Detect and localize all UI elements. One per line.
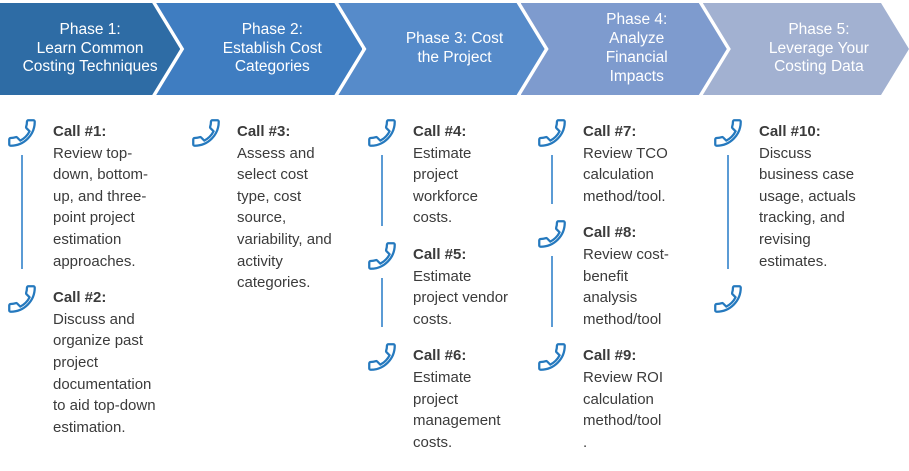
- call-connector: [551, 256, 553, 328]
- call-title: Call #1:: [53, 123, 107, 140]
- phone-icon: [714, 119, 742, 147]
- call-description: Discuss business case usage, actuals tra…: [759, 144, 856, 270]
- phase-label-3: Phase 3: Cost the Project: [405, 30, 504, 66]
- phase-chevron-5: Phase 5: Leverage Your Costing Data: [703, 3, 909, 95]
- phase-label-2: Phase 2: Establish Cost Categories: [222, 20, 322, 76]
- call-item-2: Call #2: Discuss and organize past proje…: [4, 282, 188, 438]
- call-title: Call #4:: [413, 123, 467, 140]
- call-item-4: Call #4: Estimate project workforce cost…: [364, 116, 534, 229]
- call-column-3: Call #4: Estimate project workforce cost…: [364, 116, 534, 453]
- call-title: Call #10:: [759, 123, 821, 140]
- icon-rail: [710, 282, 746, 316]
- icon-rail: [4, 282, 40, 438]
- call-connector: [551, 155, 553, 205]
- call-title: Call #7:: [583, 123, 637, 140]
- call-item-7: Call #7: Review TCO calculation method/t…: [534, 116, 710, 207]
- icon-rail: [364, 239, 400, 330]
- call-column-4: Call #7: Review TCO calculation method/t…: [534, 116, 710, 453]
- phone-icon: [368, 119, 396, 147]
- call-description: Review TCO calculation method/tool.: [583, 144, 668, 205]
- call-column-2: Call #3: Assess and select cost type, co…: [188, 116, 364, 453]
- call-connector: [381, 155, 383, 226]
- icon-rail: [710, 116, 746, 272]
- call-description: Review top-down, bottom-up, and three-po…: [53, 144, 149, 270]
- call-description: Estimate project workforce costs.: [413, 144, 479, 227]
- call-item-3: Call #3: Assess and select cost type, co…: [188, 116, 364, 294]
- calls-grid: Call #1: Review top-down, bottom-up, and…: [4, 116, 905, 453]
- phase-label-5: Phase 5: Leverage Your Costing Data: [768, 20, 869, 76]
- icon-rail: [188, 116, 224, 294]
- call-description: Discuss and organize past project docume…: [53, 310, 156, 436]
- icon-rail: [534, 340, 570, 453]
- call-title: Call #3:: [237, 123, 291, 140]
- icon-rail: [364, 340, 400, 453]
- call-description: Estimate project vendor costs.: [413, 267, 509, 328]
- phase-chevron-3: Phase 3: Cost the Project: [338, 3, 544, 95]
- phase-banner: Phase 1: Learn Common Costing Techniques…: [0, 3, 909, 95]
- call-connector: [381, 277, 383, 328]
- call-description: Assess and select cost type, cost source…: [237, 144, 332, 292]
- call-item-trailing: [710, 282, 905, 316]
- icon-rail: [534, 217, 570, 330]
- phone-icon: [192, 119, 220, 147]
- icon-rail: [364, 116, 400, 229]
- phone-icon: [538, 343, 566, 372]
- phase-chevron-4: Phase 4: Analyze Financial Impacts: [521, 3, 727, 95]
- call-item-1: Call #1: Review top-down, bottom-up, and…: [4, 116, 188, 272]
- phone-icon: [8, 119, 36, 147]
- call-title: Call #9:: [583, 347, 637, 365]
- call-title: Call #2:: [53, 289, 107, 307]
- call-description: Estimate project management costs.: [413, 368, 501, 451]
- call-connector: [21, 155, 23, 270]
- call-description: Review ROI calculation method/tool .: [583, 368, 664, 451]
- icon-rail: [4, 116, 40, 272]
- call-title: Call #5:: [413, 245, 467, 263]
- call-description: Review cost-benefit analysis method/tool: [583, 245, 669, 328]
- phone-icon: [714, 285, 742, 314]
- call-column-5: Call #10: Discuss business case usage, a…: [710, 116, 905, 453]
- call-title: Call #6:: [413, 347, 467, 365]
- call-item-8: Call #8: Review cost-benefit analysis me…: [534, 217, 710, 330]
- call-connector: [727, 155, 729, 270]
- phase-chevron-1: Phase 1: Learn Common Costing Techniques: [0, 3, 180, 95]
- call-item-10: Call #10: Discuss business case usage, a…: [710, 116, 905, 272]
- phone-icon: [368, 343, 396, 372]
- icon-rail: [534, 116, 570, 207]
- phone-icon: [8, 285, 36, 314]
- call-item-5: Call #5: Estimate project vendor costs.: [364, 239, 534, 330]
- phone-icon: [538, 220, 566, 249]
- phase-label-4: Phase 4: Analyze Financial Impacts: [605, 11, 668, 85]
- phone-icon: [538, 119, 566, 147]
- call-item-6: Call #6: Estimate project management cos…: [364, 340, 534, 453]
- phone-icon: [368, 242, 396, 270]
- call-column-1: Call #1: Review top-down, bottom-up, and…: [4, 116, 188, 453]
- phase-label-1: Phase 1: Learn Common Costing Techniques: [22, 20, 158, 76]
- call-item-9: Call #9: Review ROI calculation method/t…: [534, 340, 710, 453]
- call-title: Call #8:: [583, 224, 637, 242]
- phase-chevron-2: Phase 2: Establish Cost Categories: [156, 3, 362, 95]
